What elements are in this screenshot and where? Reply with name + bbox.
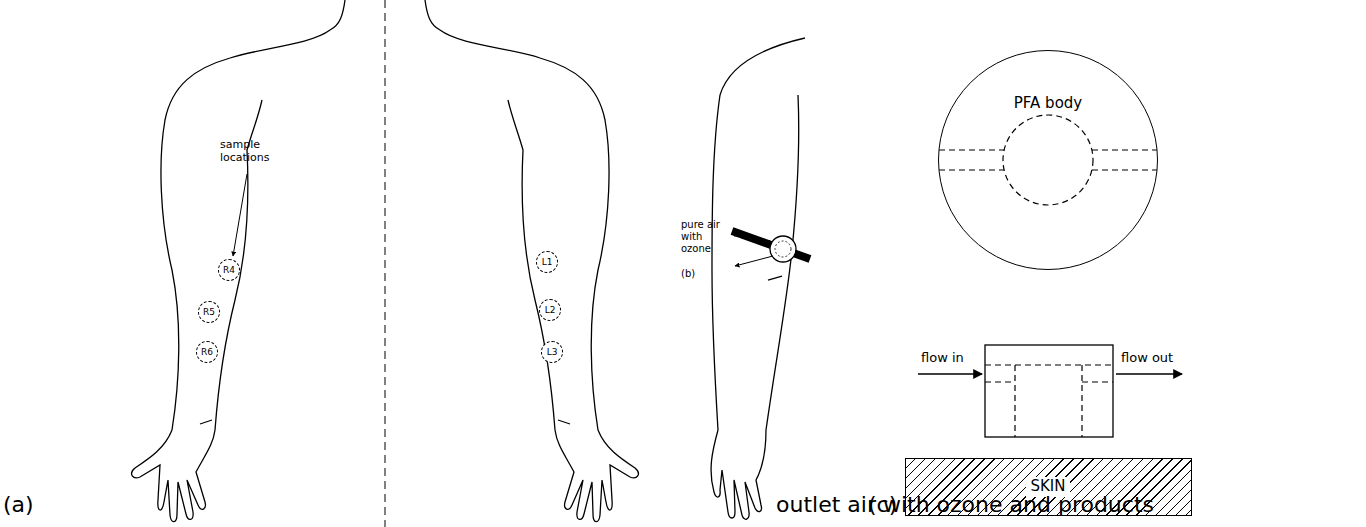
location-id: R5: [203, 307, 215, 317]
flow-in-arrow: [918, 373, 982, 374]
location-id: R4: [223, 265, 235, 275]
location-id: L3: [547, 347, 558, 357]
channels: [939, 150, 1157, 170]
callout-text: sample locations: [220, 138, 282, 164]
sample-location: L2: [539, 299, 561, 321]
sample-location: R6: [196, 341, 218, 363]
panel-letter: outlet air with ozone and products: [776, 492, 1154, 518]
side-view-channels: [985, 365, 1113, 437]
probe-cavity: [775, 241, 791, 257]
sample-location: R4: [218, 259, 240, 281]
sample-location: R5: [198, 301, 220, 323]
side-arm: [711, 38, 805, 519]
outlet-tube: [735, 256, 773, 266]
body-half: [132, 0, 345, 522]
panel-letter: (c): [868, 492, 897, 518]
flow-out-arrow: [1116, 373, 1182, 374]
panel-letter: (a): [3, 492, 34, 518]
leader-arrow: [233, 174, 247, 256]
flow-label: flow in: [921, 350, 964, 366]
flow-note: (b): [681, 268, 731, 280]
flow-label: flow out: [1121, 350, 1173, 366]
sample-location: L3: [541, 341, 563, 363]
probe: [770, 236, 796, 262]
inlet-tube: [734, 235, 772, 244]
body-half: [425, 0, 638, 522]
flow-note: pure air with ozone: [681, 219, 731, 255]
sample-location: L1: [536, 251, 558, 273]
center-line: [385, 0, 386, 527]
location-id: L1: [542, 257, 553, 267]
location-id: R6: [201, 347, 213, 357]
location-id: L2: [545, 305, 556, 315]
inner-cavity: [1003, 115, 1093, 205]
pfa-body: PFA body: [938, 50, 1158, 270]
part-name: PFA body: [1014, 95, 1082, 112]
side-view-body: [985, 345, 1113, 437]
